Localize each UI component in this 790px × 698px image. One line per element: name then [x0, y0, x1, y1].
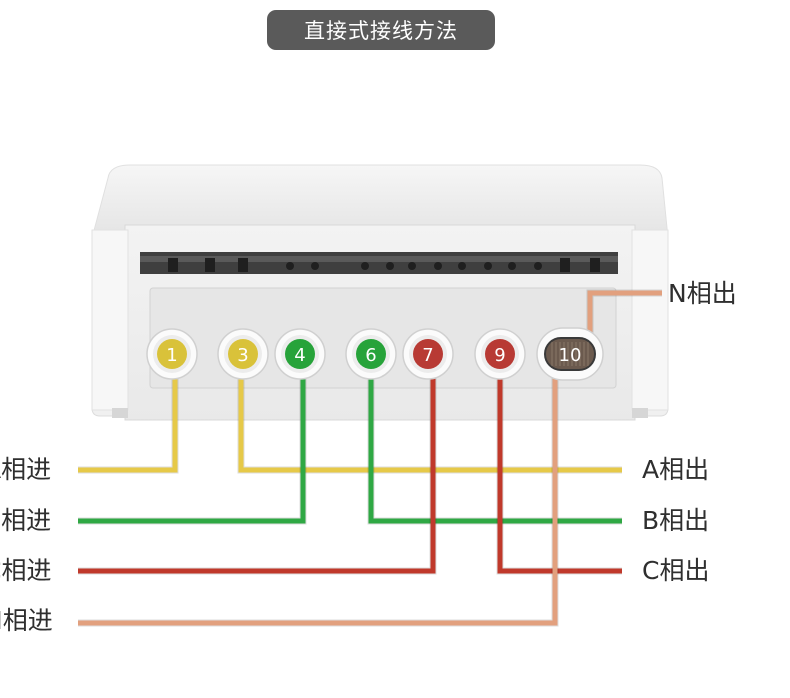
- terminal-4: 4: [274, 328, 326, 380]
- terminal-4-cap: [285, 339, 315, 369]
- terminal-7-number: 7: [422, 345, 433, 366]
- label-c-out: C相出: [642, 556, 710, 585]
- terminal-6: 6: [345, 328, 397, 380]
- terminal-9-number: 9: [494, 345, 505, 366]
- label-c-in: C相进: [0, 556, 52, 585]
- terminal-1-cap: [157, 339, 187, 369]
- label-b-in: B相进: [0, 506, 52, 535]
- label-a-in: A相进: [0, 455, 52, 484]
- terminal-3-number: 3: [237, 345, 248, 366]
- terminal-9: 9: [474, 328, 526, 380]
- terminal-7-cap: [413, 339, 443, 369]
- label-b-out: B相出: [642, 506, 710, 535]
- terminal-4-number: 4: [294, 345, 305, 366]
- terminal-7: 7: [402, 328, 454, 380]
- wire-b-out: [368, 360, 622, 524]
- terminal-10: 10: [536, 327, 604, 381]
- wire-a-in: [78, 360, 178, 473]
- terminal-1-number: 1: [166, 345, 177, 366]
- terminal-6-cap: [356, 339, 386, 369]
- terminal-6-number: 6: [365, 345, 376, 366]
- terminal-3-cap: [228, 339, 258, 369]
- terminal-1: 1: [146, 328, 198, 380]
- diagram-title: 直接式接线方法: [267, 10, 495, 50]
- terminal-3: 3: [217, 328, 269, 380]
- screw-row: [168, 258, 600, 272]
- wire-b-in: [78, 360, 306, 524]
- wire-n-in: [78, 360, 558, 626]
- label-a-out: A相出: [642, 455, 710, 484]
- terminal-block: 1 3 4 6 7 9 10: [146, 327, 604, 381]
- label-n-in: N相进: [0, 606, 53, 635]
- terminal-10-body: [544, 337, 596, 371]
- wire-a-out: [238, 360, 622, 473]
- wire-c-in: [78, 360, 436, 574]
- terminal-10-number: 10: [559, 345, 582, 366]
- terminal-9-cap: [485, 339, 515, 369]
- label-n-out: N相出: [668, 279, 737, 308]
- wire-c-out: [497, 360, 622, 574]
- wires: [78, 289, 662, 627]
